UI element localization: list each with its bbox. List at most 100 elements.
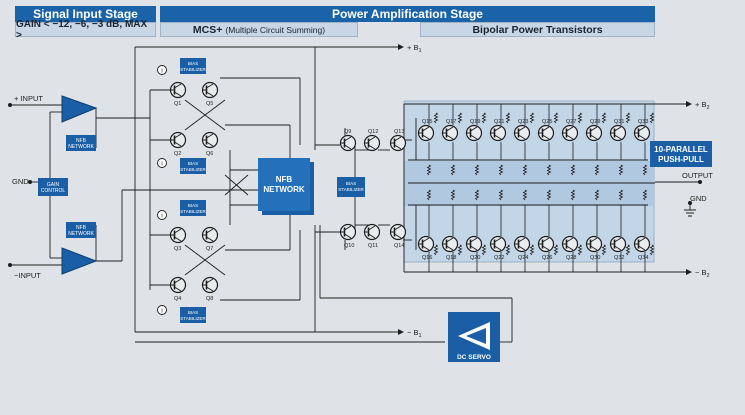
output-stage-band [404, 161, 654, 206]
bias-stabilizer-predriver: BIAS STABILIZER [337, 177, 365, 197]
svg-text:NFB: NFB [76, 225, 87, 231]
transistor-q19: Q19 [465, 119, 483, 142]
info-icon: i [157, 158, 167, 168]
transistor-q20: Q20 [465, 235, 483, 261]
transistor-q4: Q4 [169, 276, 187, 302]
transistor-q8: Q8 [201, 276, 219, 302]
transistor-q10-label: Q10 [344, 243, 354, 249]
svg-text:DC SERVO: DC SERVO [457, 354, 491, 361]
minus-input-label: −INPUT [14, 271, 41, 280]
transistor-q7: Q7 [201, 226, 219, 252]
svg-text:GAIN: GAIN [47, 182, 60, 188]
svg-text:STABILIZER: STABILIZER [180, 67, 206, 72]
transistor-q27: Q27 [561, 119, 579, 142]
svg-text:PUSH-PULL: PUSH-PULL [658, 155, 704, 164]
transistor-q33: Q33 [633, 119, 651, 142]
transistor-q14: Q14 [389, 223, 407, 249]
transistor-q23-label: Q23 [518, 119, 528, 125]
transistor-q16-label: Q16 [422, 255, 432, 261]
nfb-network-upper: NFB NETWORK [66, 135, 96, 151]
plus-input-buffer [61, 95, 98, 123]
transistor-q24-label: Q24 [518, 255, 528, 261]
nfb-network-lower: NFB NETWORK [66, 222, 96, 238]
transistor-q12-label: Q12 [368, 129, 378, 135]
transistor-q18: Q18 [441, 235, 459, 261]
output-transistors: Q15Q16Q17Q18Q19Q20Q21Q22Q23Q24Q25Q26Q27Q… [417, 104, 654, 272]
transistor-q11: Q11 [363, 223, 381, 249]
transistor-q1: Q1 [169, 81, 187, 107]
minus-b2-label: − B2 [695, 268, 710, 279]
transistor-q33-label: Q33 [638, 119, 648, 125]
transistor-q3-label: Q3 [174, 246, 181, 252]
transistor-q25: Q25 [537, 119, 555, 142]
svg-text:BIAS: BIAS [188, 61, 198, 66]
nfb-network-main: NFB NETWORK [258, 158, 314, 215]
transistor-q13: Q13 [389, 129, 407, 152]
transistor-q29-label: Q29 [590, 119, 600, 125]
transistor-q31: Q31 [609, 119, 627, 142]
transistor-q15-label: Q15 [422, 119, 432, 125]
transistor-q18-label: Q18 [446, 255, 456, 261]
transistor-q26-label: Q26 [542, 255, 552, 261]
transistor-q11-label: Q11 [368, 243, 378, 249]
bipolar-header: Bipolar Power Transistors [420, 22, 655, 37]
transistor-q28-label: Q28 [566, 255, 576, 261]
transistor-q24: Q24 [513, 235, 531, 261]
power-amplification-stage-header: Power Amplification Stage [160, 6, 655, 22]
dc-servo-block: DC SERVO [448, 312, 500, 362]
parallel-label-box: 10-PARALLEL PUSH-PULL [650, 141, 712, 167]
transistor-q4-label: Q4 [174, 296, 181, 302]
transistor-q29: Q29 [585, 119, 603, 142]
svg-text:NFB: NFB [276, 175, 293, 184]
transistor-q34: Q34 [633, 235, 651, 261]
transistor-q23: Q23 [513, 119, 531, 142]
signal-input-stage-header: Signal Input Stage [15, 6, 156, 22]
svg-text:CONTROL: CONTROL [41, 188, 66, 194]
mcs-note: (Multiple Circuit Summing) [225, 24, 326, 35]
transistor-q8-label: Q8 [206, 296, 213, 302]
mcs-label: MCS+ [192, 23, 223, 36]
transistor-q32: Q32 [609, 235, 627, 261]
transistor-q12: Q12 [363, 129, 381, 152]
transistor-q31-label: Q31 [614, 119, 624, 125]
transistor-q10: Q10 [339, 223, 357, 249]
transistor-q1-label: Q1 [174, 101, 181, 107]
transistor-q15: Q15 [417, 119, 435, 142]
svg-text:BIAS: BIAS [346, 181, 356, 186]
transistor-q32-label: Q32 [614, 255, 624, 261]
svg-text:STABILIZER: STABILIZER [338, 187, 364, 192]
transistor-q25-label: Q25 [542, 119, 552, 125]
info-icon: i [157, 65, 167, 75]
transistor-q30-label: Q30 [590, 255, 600, 261]
svg-text:STABILIZER: STABILIZER [180, 167, 206, 172]
svg-text:i: i [161, 309, 162, 315]
transistor-q20-label: Q20 [470, 255, 480, 261]
svg-text:BIAS: BIAS [188, 310, 198, 315]
transistor-q21-label: Q21 [494, 119, 504, 125]
plus-b2-label: + B2 [695, 100, 710, 111]
transistor-q2: Q2 [169, 131, 187, 157]
transistor-q6-label: Q6 [206, 151, 213, 157]
svg-text:10-PARALLEL: 10-PARALLEL [654, 145, 708, 154]
svg-text:i: i [161, 162, 162, 168]
transistor-q13-label: Q13 [394, 129, 404, 135]
svg-text:NFB: NFB [76, 138, 87, 144]
svg-text:i: i [161, 214, 162, 220]
svg-text:NETWORK: NETWORK [263, 185, 305, 194]
gain-control-block: GAIN CONTROL [38, 178, 68, 196]
info-icon: i [157, 210, 167, 220]
info-icon: i [157, 305, 167, 315]
gain-header: GAIN < −12, −6, −3 dB, MAX > [15, 19, 156, 41]
transistor-q16: Q16 [417, 235, 435, 261]
transistor-q19-label: Q19 [470, 119, 480, 125]
ground-symbol [684, 209, 696, 217]
gnd-left-label: GND [12, 177, 29, 186]
gnd-right-label: GND [690, 194, 707, 203]
info-icons: i i i i [157, 65, 167, 315]
bias-stabilizers: BIASSTABILIZERBIASSTABILIZERBIASSTABILIZ… [180, 58, 206, 323]
wiring [10, 46, 700, 343]
svg-text:NETWORK: NETWORK [68, 231, 94, 237]
svg-text:BIAS: BIAS [188, 203, 198, 208]
